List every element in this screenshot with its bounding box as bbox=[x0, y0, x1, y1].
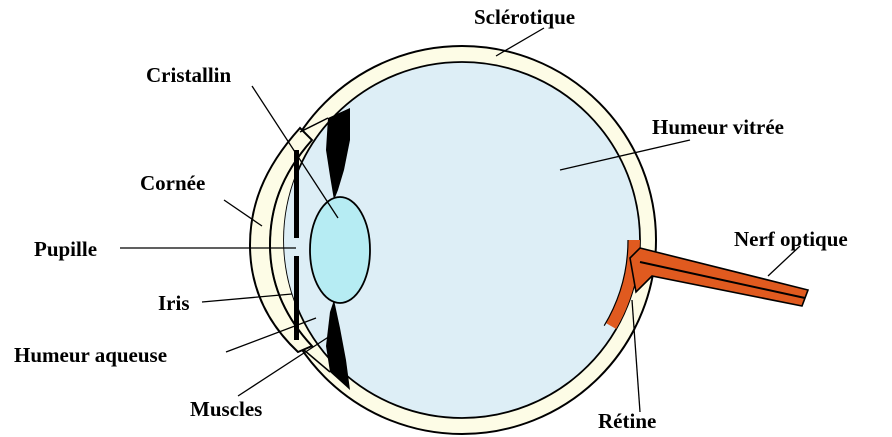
optic-nerve bbox=[630, 248, 808, 306]
label-retine: Rétine bbox=[598, 409, 656, 433]
lens bbox=[310, 197, 370, 303]
label-pupille: Pupille bbox=[34, 237, 97, 261]
label-iris: Iris bbox=[158, 291, 190, 315]
label-humeur-vitree: Humeur vitrée bbox=[652, 115, 784, 139]
iris-lower bbox=[294, 256, 299, 340]
leader-sclerotique bbox=[496, 28, 544, 56]
iris-upper bbox=[294, 150, 299, 238]
label-cristallin: Cristallin bbox=[146, 63, 231, 87]
label-nerf-optique: Nerf optique bbox=[734, 227, 848, 251]
label-muscles: Muscles bbox=[190, 397, 262, 421]
label-humeur-aqueuse: Humeur aqueuse bbox=[14, 343, 167, 367]
label-cornee: Cornée bbox=[140, 171, 205, 195]
label-sclerotique: Sclérotique bbox=[474, 5, 575, 29]
